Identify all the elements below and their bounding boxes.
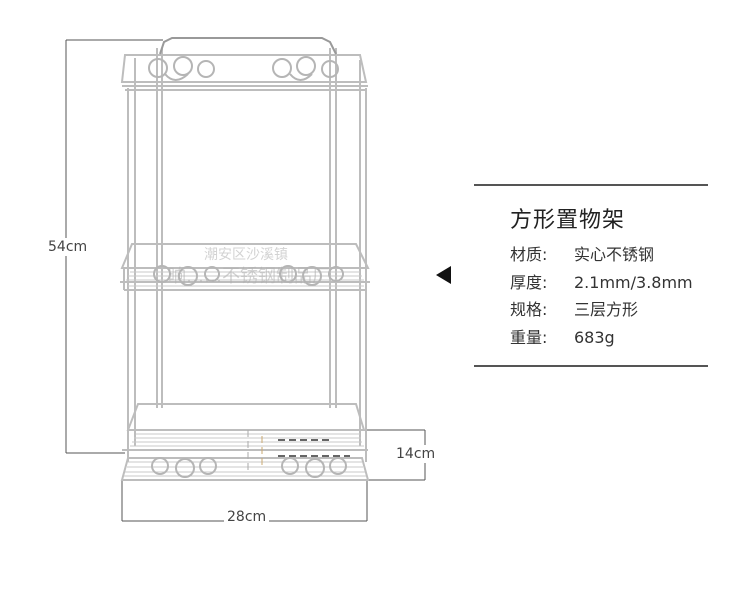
product-name: 方形置物架 xyxy=(510,208,626,233)
depth-indicator xyxy=(247,430,350,470)
info-top-divider xyxy=(474,184,708,186)
spec-value: 2.1mm/3.8mm xyxy=(574,273,693,292)
spec-label: 重量: xyxy=(510,328,548,347)
watermark-line1: 潮安区沙溪镇 xyxy=(204,247,288,263)
spec-label: 规格: xyxy=(510,300,548,319)
scroll-ornaments xyxy=(148,56,347,478)
spec-row-material: 材质: 实心不锈钢 xyxy=(510,241,654,265)
spec-row-thickness: 厚度: 2.1mm/3.8mm xyxy=(510,269,693,293)
spec-value: 683g xyxy=(574,328,615,347)
height-dimension-label: 54cm xyxy=(45,238,91,256)
spec-value: 三层方形 xyxy=(574,300,639,319)
width-dimension-label: 28cm xyxy=(224,508,270,526)
pointer-triangle-icon xyxy=(436,266,451,284)
spec-label: 厚度: xyxy=(510,273,548,292)
watermark-line2: 晌……不锈钢制品厂 xyxy=(168,266,330,287)
spec-row-size: 规格: 三层方形 xyxy=(510,296,638,320)
product-info-panel: 方形置物架 材质: 实心不锈钢 厚度: 2.1mm/3.8mm 规格: 三层方形 重量… xyxy=(474,184,708,368)
spec-row-weight: 重量: 683g xyxy=(510,324,615,348)
rack-frame xyxy=(120,37,370,481)
depth-dimension-label: 14cm xyxy=(393,445,439,463)
spec-label: 材质: xyxy=(510,245,548,264)
spec-value: 实心不锈钢 xyxy=(574,245,655,264)
info-bottom-divider xyxy=(474,365,708,367)
